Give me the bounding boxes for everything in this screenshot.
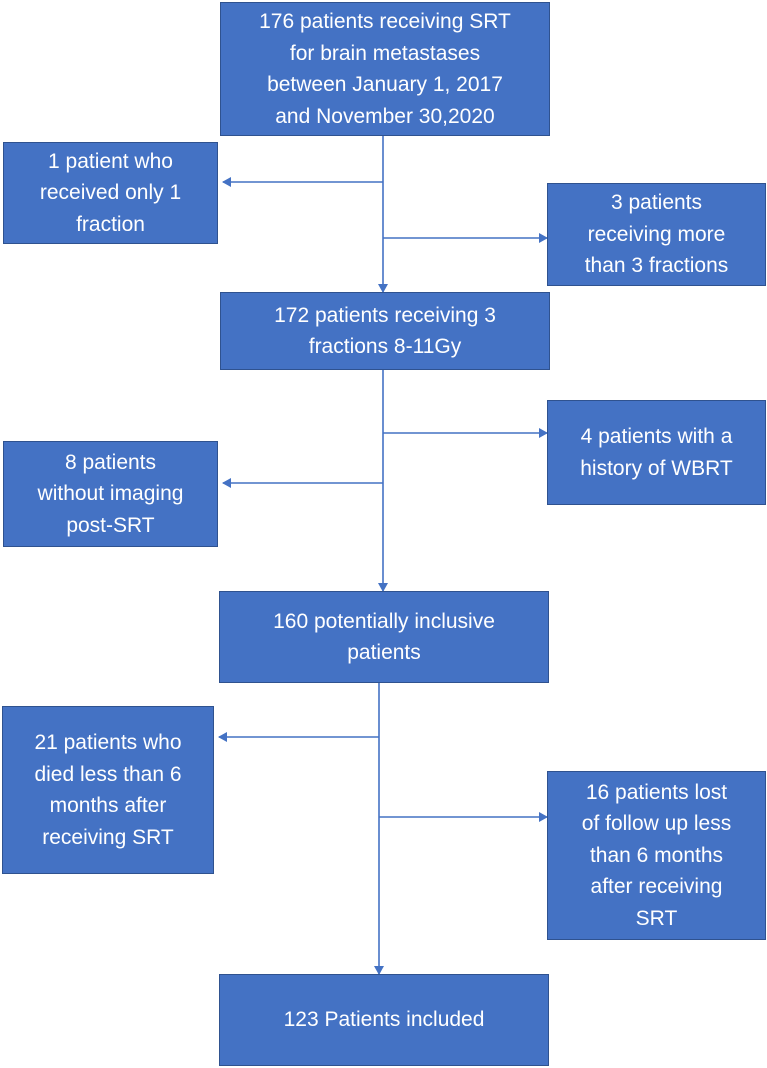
box-excluded-lost-follow-up: 16 patients lost of follow up less than …	[547, 771, 766, 940]
box-excluded-no-imaging: 8 patients without imaging post-SRT	[3, 441, 218, 547]
box-excluded-died: 21 patients who died less than 6 months …	[2, 706, 214, 874]
box-172-patients: 172 patients receiving 3 fractions 8-11G…	[220, 292, 550, 370]
box-excluded-wbrt: 4 patients with a history of WBRT	[547, 400, 766, 505]
box-excluded-more-fractions: 3 patients receiving more than 3 fractio…	[547, 183, 766, 286]
box-160-potential: 160 potentially inclusive patients	[219, 591, 549, 683]
box-initial-cohort: 176 patients receiving SRT for brain met…	[220, 2, 550, 136]
box-123-included: 123 Patients included	[219, 974, 549, 1066]
box-excluded-one-fraction: 1 patient who received only 1 fraction	[3, 142, 218, 244]
